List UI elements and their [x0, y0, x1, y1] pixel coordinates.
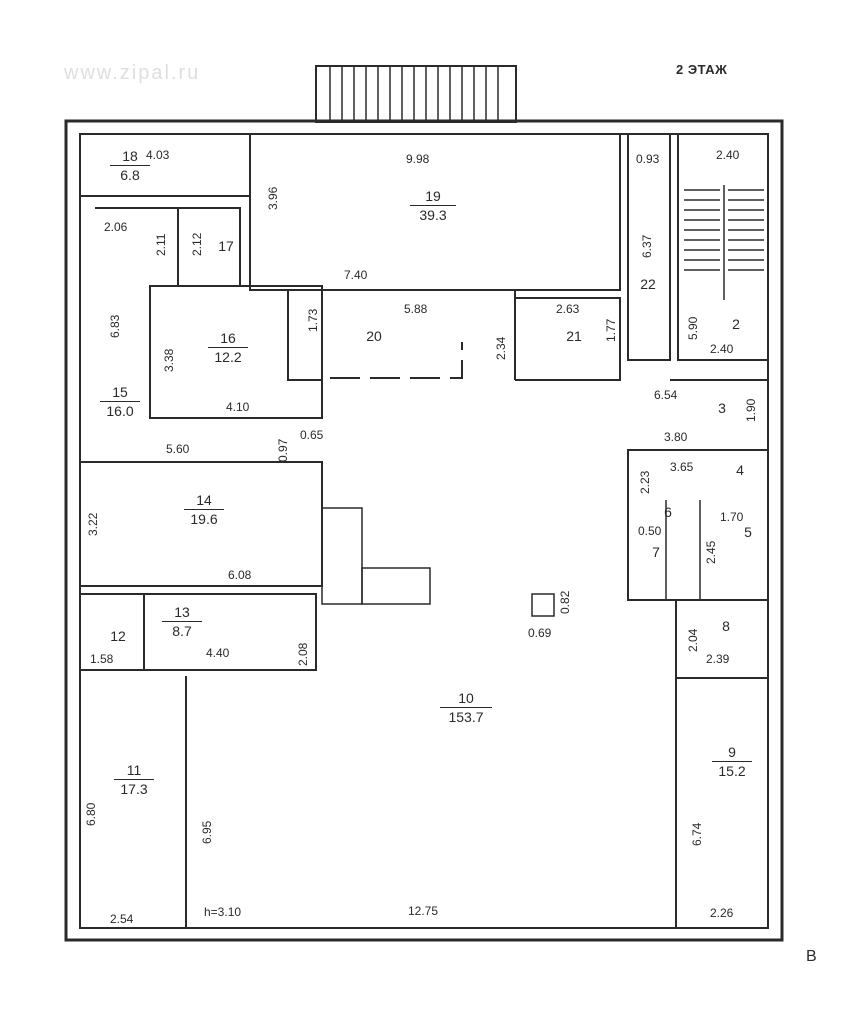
dim-4-10: 4.10 — [226, 400, 250, 414]
dim-3-38: 3.38 — [162, 348, 176, 372]
dim-6-37: 6.37 — [640, 234, 654, 258]
dim-3-80: 3.80 — [664, 430, 688, 444]
inner-wall — [79, 133, 769, 929]
room-4: 4 — [736, 462, 744, 478]
dim-2-39: 2.39 — [706, 652, 730, 666]
dim-0-65: 0.65 — [300, 428, 324, 442]
dim-2-23: 2.23 — [638, 470, 652, 494]
dim-1-77: 1.77 — [604, 318, 618, 342]
dim-6-74: 6.74 — [690, 822, 704, 846]
room-22: 22 — [640, 276, 656, 292]
dim-6-83: 6.83 — [108, 314, 122, 338]
dim-2-45: 2.45 — [704, 540, 718, 564]
dim-2-40-top: 2.40 — [716, 148, 740, 162]
dim-2-26: 2.26 — [710, 906, 734, 920]
wall-8-9 — [675, 600, 768, 928]
dim-2-06: 2.06 — [104, 220, 128, 234]
dim-1-90: 1.90 — [744, 398, 758, 422]
dim-5-60: 5.60 — [166, 442, 190, 456]
wall-wc — [627, 449, 769, 601]
wall-16 — [149, 285, 323, 419]
balcony-steps — [329, 66, 499, 122]
balcony — [315, 65, 517, 123]
room-12: 12 — [110, 628, 126, 644]
dim-2-04: 2.04 — [686, 628, 700, 652]
dim-2-11: 2.11 — [154, 233, 168, 256]
dim-2-34: 2.34 — [494, 336, 508, 360]
dim-1-58: 1.58 — [90, 652, 114, 666]
dim-7-40: 7.40 — [344, 268, 368, 282]
wall-20-partition — [330, 342, 463, 379]
dim-0-82: 0.82 — [558, 590, 572, 614]
wall-stair-2 — [677, 134, 768, 361]
dim-6-80: 6.80 — [84, 802, 98, 826]
room-6: 6 — [664, 504, 672, 520]
outer-wall — [64, 119, 784, 942]
dim-0-97: 0.97 — [276, 438, 290, 462]
dim-4-03: 4.03 — [146, 148, 170, 162]
room-2: 2 — [732, 316, 740, 332]
hall-stair-lower — [361, 567, 431, 605]
wall-22 — [627, 134, 671, 361]
dim-5-90: 5.90 — [686, 316, 700, 340]
dim-3-22: 3.22 — [86, 512, 100, 536]
hall-stair-upper — [321, 507, 363, 605]
dim-1-73: 1.73 — [306, 308, 320, 332]
dim-2-08: 2.08 — [296, 642, 310, 666]
room-3: 3 — [718, 400, 726, 416]
room-5: 5 — [744, 524, 752, 540]
wall-wc-stalls — [665, 500, 701, 600]
stair-2-steps — [684, 185, 764, 300]
room-20: 20 — [366, 328, 382, 344]
dim-9-98: 9.98 — [406, 152, 430, 166]
room-17: 17 — [218, 238, 234, 254]
wall-20 — [322, 289, 516, 380]
dim-0-69: 0.69 — [528, 626, 552, 640]
dim-6-08: 6.08 — [228, 568, 252, 582]
corner-label: B — [806, 948, 817, 965]
wall-18 — [80, 134, 251, 197]
dim-2-40-mid: 2.40 — [710, 342, 734, 356]
dim-2-63: 2.63 — [556, 302, 580, 316]
room-7: 7 — [652, 544, 660, 560]
dim-12-75: 12.75 — [408, 904, 439, 918]
dim-3-96: 3.96 — [266, 186, 280, 210]
dim-6-54: 6.54 — [654, 388, 678, 402]
dim-2-54: 2.54 — [110, 912, 134, 926]
floor-label: 2 ЭТАЖ — [676, 62, 728, 77]
watermark: www.zipal.ru — [64, 62, 201, 84]
ceiling-height: h=3.10 — [204, 905, 242, 919]
dim-3-65: 3.65 — [670, 460, 694, 474]
dim-0-50: 0.50 — [638, 524, 662, 538]
room-21: 21 — [566, 328, 582, 344]
wall-21 — [515, 297, 621, 381]
dim-2-12: 2.12 — [190, 232, 204, 256]
dim-4-40: 4.40 — [206, 646, 230, 660]
dim-6-95: 6.95 — [200, 820, 214, 844]
dim-1-70: 1.70 — [720, 510, 744, 524]
dim-0-93: 0.93 — [636, 152, 660, 166]
dim-5-88: 5.88 — [404, 302, 428, 316]
column — [531, 593, 555, 617]
wall-13 — [80, 593, 317, 671]
wall-20-left — [287, 290, 322, 381]
room-8: 8 — [722, 618, 730, 634]
